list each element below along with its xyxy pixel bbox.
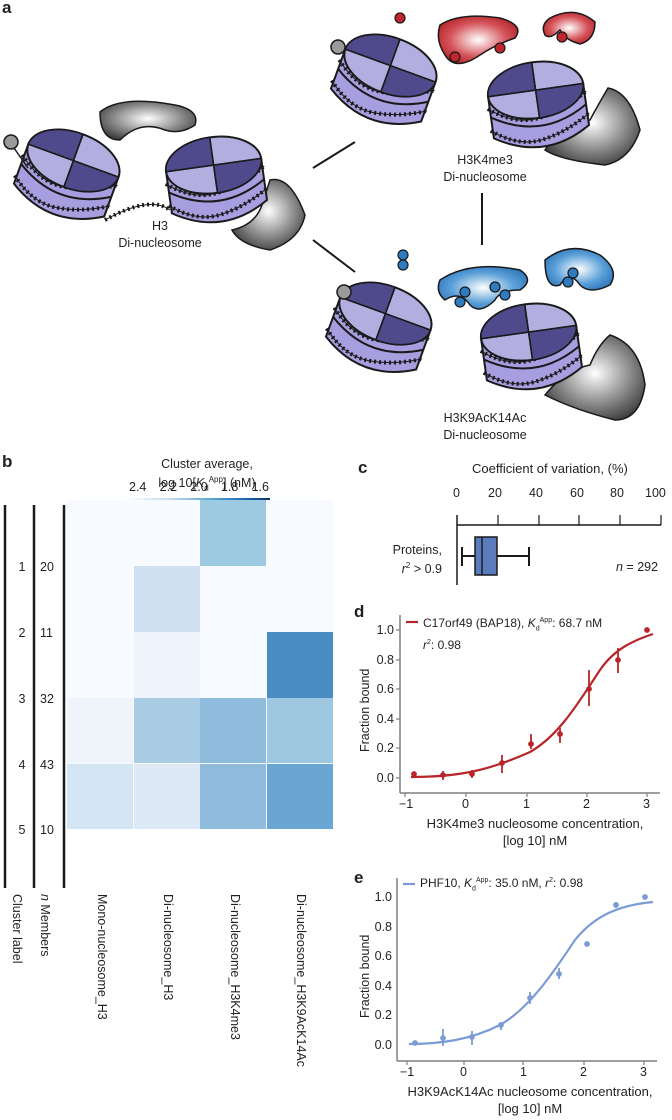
panel-d-legend: C17orf49 (BAP18), KdApp: 68.7 nM r2: 0.9…: [423, 616, 603, 653]
h3-dinucleosome: [3, 100, 306, 251]
colorbar: [125, 498, 270, 507]
panel-e-legend: PHF10, KdApp: 35.0 nM, r2: 0.98: [420, 876, 584, 893]
cv-row-label: Proteins, r2 > 0.9: [392, 543, 442, 577]
cluster-label-4: 4: [18, 758, 26, 772]
panel-d-ylabel: Fraction bound: [358, 668, 372, 752]
h3k9ack14ac-label-line2: Di-nucleosome: [443, 428, 527, 442]
panel-e-letter: e: [354, 868, 364, 887]
panel-d-letter: d: [354, 602, 365, 621]
h3-label-line1: H3: [152, 219, 168, 233]
panel-e-xlabel: H3K9AcK14Ac nucleosome concentration, [l…: [407, 1084, 653, 1116]
h3-dinucleosome-label: H3 Di-nucleosome: [110, 218, 210, 252]
column-label-mono-h3: Mono-nucleosome_H3: [95, 894, 109, 1020]
panel-d-xlabel: H3K4me3 nucleosome concentration, [log 1…: [426, 816, 644, 848]
column-label-di-h3: Di-nucleosome_H3: [161, 894, 175, 1001]
colorbar-title-line1: Cluster average,: [161, 457, 253, 471]
cluster-label-header: Cluster label: [10, 894, 24, 964]
members-header: n Members: [38, 894, 52, 957]
panel-b-letter: b: [2, 452, 13, 471]
cv-axis-title: Coefficient of variation, (%): [472, 461, 628, 476]
colorbar-title: Cluster average, log 10[KdApp] (nM): [128, 456, 286, 497]
members-2: 11: [40, 626, 53, 640]
h3-label-line2: Di-nucleosome: [118, 236, 202, 250]
members-4: 43: [40, 758, 54, 772]
connector-line: [312, 239, 356, 273]
panel-a-letter: a: [2, 0, 12, 17]
cv-n-label: n = 292: [616, 560, 659, 574]
cluster-label-3: 3: [18, 692, 26, 706]
cv-axis-ticks: 0 20 40 60 80 100: [453, 486, 666, 500]
panel-a-diagram: [3, 11, 646, 421]
h3k9ack14ac-dinucleosome: [316, 247, 646, 421]
h3k4me3-label-line1: H3K4me3: [457, 153, 513, 167]
h3k9ack14ac-dinucleosome-label: H3K9AcK14Ac Di-nucleosome: [420, 410, 550, 444]
panel-c-letter: c: [358, 458, 368, 477]
column-label-di-h3k9ack14ac: Di-nucleosome_H3K9AcK14Ac: [294, 894, 308, 1068]
h3k4me3-dinucleosome-label: H3K4me3 Di-nucleosome: [430, 152, 540, 186]
colorbar-ticks: 2.4 2.2 2.0 1.8 1.6: [129, 480, 269, 494]
cluster-label-5: 5: [18, 823, 26, 837]
column-label-di-h3k4me3: Di-nucleosome_H3K4me3: [228, 894, 242, 1040]
connector-line: [312, 141, 356, 169]
members-1: 20: [40, 560, 54, 574]
h3k9ack14ac-label-line1: H3K9AcK14Ac: [443, 411, 527, 425]
panel-e-ylabel: Fraction bound: [358, 934, 372, 1018]
cluster-label-1: 1: [18, 560, 26, 574]
h3k4me3-label-line2: Di-nucleosome: [443, 170, 527, 184]
members-3: 32: [40, 692, 54, 706]
h3k4me3-dinucleosome: [321, 11, 641, 166]
members-5: 10: [40, 823, 54, 837]
colorbar-title-line2: log 10[KdApp] (nM): [158, 475, 256, 493]
cluster-label-2: 2: [18, 626, 26, 640]
